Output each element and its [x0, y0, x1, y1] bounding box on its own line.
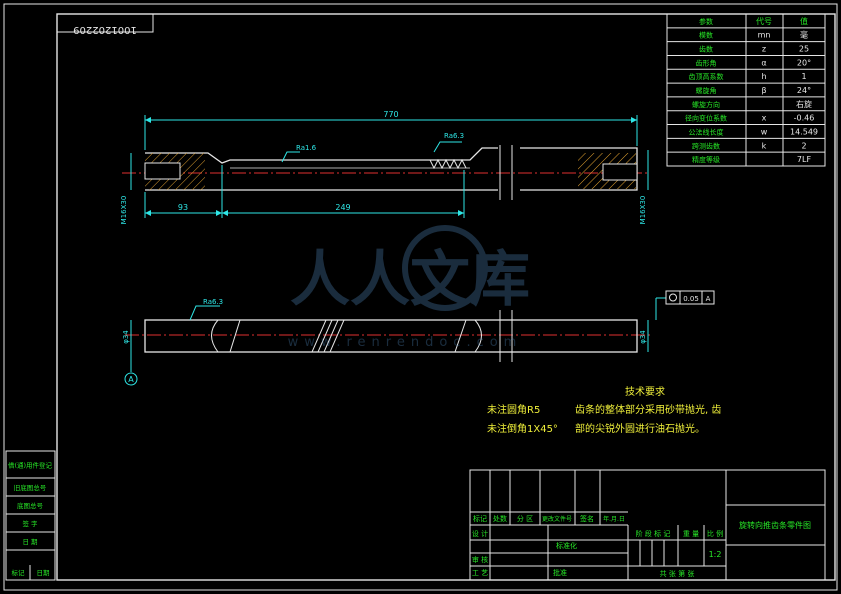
- dim-thread-left: M16X30: [120, 196, 128, 225]
- watermark-text: 人人文库: [290, 245, 530, 315]
- part-name: 旋转向推齿条零件图: [739, 520, 811, 530]
- param-cell: 25: [799, 45, 809, 54]
- outer-frame: [3, 3, 838, 591]
- technical-notes: 技术要求 未注圆角R5 未注倒角1X45° 齿条的整体部分采用砂带抛光, 齿 部…: [487, 385, 721, 435]
- title-block: [469, 469, 826, 581]
- param-cell: 1: [801, 72, 806, 81]
- param-cell: 7LF: [797, 155, 812, 164]
- change-h1: 处数: [493, 514, 507, 523]
- role-design: 设 计: [472, 529, 488, 538]
- roughness-3: Ra6.3: [203, 298, 223, 306]
- inner-frame: [56, 13, 836, 581]
- param-cell: 公法线长度: [689, 127, 724, 136]
- param-cell: 模数: [699, 31, 713, 40]
- param-cell: mn: [758, 31, 771, 40]
- dim-dia-left: φ34: [122, 330, 130, 344]
- side-column-label: 日 期: [22, 538, 38, 546]
- rack-outline: [145, 147, 638, 191]
- dim-left: 93: [178, 203, 188, 212]
- drawing-number-box: 1001202209: [56, 13, 154, 35]
- dim-middle: 249: [335, 203, 350, 212]
- dim-overall: 770: [383, 110, 398, 119]
- param-cell: 24°: [797, 86, 811, 95]
- param-cell: 精度等级: [692, 155, 720, 164]
- param-cell: -0.46: [794, 114, 815, 123]
- approve: 批准: [553, 568, 567, 577]
- roughness-1: Ra1.6: [296, 144, 317, 152]
- stage-h2: 比 例: [707, 529, 723, 538]
- scale: 1:2: [709, 550, 722, 559]
- change-h5: 年.月.日: [603, 515, 625, 523]
- note-left-2: 未注倒角1X45°: [487, 422, 558, 435]
- note-left-1: 未注圆角R5: [487, 403, 540, 416]
- datum-label: A: [128, 375, 134, 384]
- note-right-2: 部的尖锐外圆进行油石抛光。: [575, 422, 705, 435]
- param-cell: α: [761, 58, 766, 67]
- param-cell: 螺旋角: [696, 86, 717, 95]
- param-cell: 毫: [800, 30, 808, 40]
- param-cell: 右旋: [796, 99, 812, 109]
- side-column-label: 签 字: [22, 519, 38, 528]
- change-h0: 标记: [473, 514, 487, 523]
- standardization: 标准化: [556, 541, 577, 550]
- param-cell: 径向变位系数: [685, 114, 727, 123]
- param-cell: 2: [801, 141, 806, 150]
- rack-teeth: [429, 158, 467, 170]
- param-cell: k: [762, 141, 767, 150]
- drawing-number: 1001202209: [73, 24, 137, 35]
- param-cell: x: [762, 114, 767, 123]
- note-right-1: 齿条的整体部分采用砂带抛光, 齿: [575, 403, 721, 416]
- rack-front-view: 770 93 249 M16X30 M16X30 Ra1.6 Ra6.3: [120, 110, 650, 224]
- side-column-label: 旧底图总号: [14, 483, 47, 492]
- watermark-url: www.renrendoc.com: [288, 335, 523, 350]
- param-cell: 齿数: [699, 45, 713, 54]
- roughness-2: Ra6.3: [444, 132, 464, 140]
- notes-title: 技术要求: [625, 385, 665, 398]
- role-process: 工 艺: [472, 569, 488, 577]
- rack-top-view: Ra6.3 φ34 φ34 0.05 A A: [122, 290, 715, 386]
- rod-outline: [144, 319, 638, 353]
- param-header-cell: 代号: [756, 16, 772, 26]
- param-cell: β: [761, 86, 766, 95]
- role-review: 审 核: [472, 555, 488, 564]
- stage-h1: 重 量: [683, 530, 699, 538]
- side-column-label: 日期: [37, 569, 51, 577]
- parameter-table: 参数 代号 值模数 mn 毫齿数 z 25 齿形角 α 20° 齿顶高系数 h 1 螺旋角 β 24° 螺旋方向…: [666, 13, 826, 167]
- change-h4: 签名: [580, 514, 594, 523]
- param-cell: 20°: [797, 58, 811, 67]
- change-h3: 更改文件号: [542, 515, 572, 523]
- param-cell: 齿顶高系数: [689, 72, 724, 81]
- param-cell: w: [761, 127, 768, 136]
- dim-thread-right: M16X30: [639, 196, 647, 225]
- watermark: 人人文库 www.renrendoc.com: [288, 225, 530, 350]
- param-cell: 齿形角: [696, 58, 717, 67]
- stage-h0: 阶 段 标 记: [636, 529, 671, 538]
- dim-dia-right: φ34: [639, 330, 647, 344]
- param-cell: h: [761, 72, 766, 81]
- param-header-cell: 值: [800, 16, 808, 26]
- title-block-text: 旋转向推齿条零件图 标记 处数 分 区 更改文件号 签名 年.月.日 设 计 审…: [472, 514, 811, 578]
- change-h2: 分 区: [517, 514, 533, 523]
- side-column-label: 标记: [12, 568, 26, 577]
- param-cell: 螺旋方向: [692, 100, 720, 109]
- side-column-label: 底图总号: [17, 501, 44, 510]
- tolerance-datum: A: [706, 295, 711, 303]
- side-column-label: 借(通)用件登记: [8, 461, 53, 470]
- param-header-cell: 参数: [699, 17, 713, 26]
- tolerance-value: 0.05: [683, 295, 699, 303]
- param-cell: z: [762, 45, 766, 54]
- side-column: [5, 450, 56, 581]
- param-cell: 14.549: [790, 127, 818, 136]
- sheet-count: 共 张 第 张: [660, 569, 695, 578]
- param-cell: 跨测齿数: [692, 141, 720, 150]
